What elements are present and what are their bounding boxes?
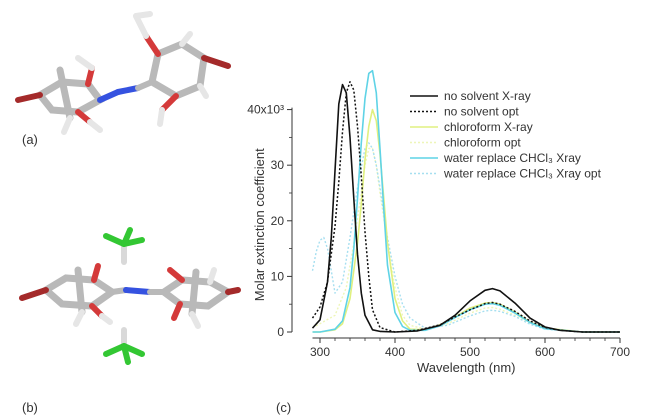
panel-label-b: (b)	[22, 400, 38, 415]
y-tick-label: 20	[271, 214, 285, 228]
x-axis-label: Wavelength (nm)	[417, 360, 516, 375]
legend-label-5: water replace CHCl₃ Xray	[443, 151, 581, 165]
x-tick-label: 700	[610, 345, 630, 359]
y-axis-label: Molar extinction coefficient	[252, 148, 267, 301]
molecule-b-right-substituents	[167, 267, 241, 329]
y-tick-label: 0	[277, 325, 284, 339]
y-tick-label: 10	[271, 269, 285, 283]
series-line-3	[312, 108, 620, 333]
molecule-a-bromine-left	[15, 92, 43, 103]
molecule-a-right-substituents	[133, 11, 231, 127]
molecule-a-azo-bridge	[97, 79, 155, 103]
series-line-2	[311, 81, 620, 333]
legend-label-3: chloroform X-ray	[444, 120, 533, 134]
legend-label-4: chloroform opt	[444, 136, 521, 150]
legend-label-1: no solvent X-ray	[444, 89, 531, 103]
chloroform-top	[103, 227, 145, 265]
x-tick-label: 500	[460, 345, 480, 359]
molecule-b-left-ring	[40, 266, 119, 316]
chloroform-bottom	[103, 327, 145, 365]
panel-label-c: (c)	[276, 400, 291, 415]
molecule-b-left-substituents	[73, 263, 113, 327]
axes-layer: 300 400 500 600 700 0 10 20 30 40x10³	[247, 103, 630, 359]
series-layer	[311, 69, 620, 333]
legend-label-2: no solvent opt	[444, 105, 519, 119]
y-tick-label: 30	[271, 158, 285, 172]
legend-label-6: water replace CHCl₃ Xray opt	[443, 167, 602, 181]
spectrum-chart: 300 400 500 600 700 0 10 20 30 40x10³ no solvent …	[247, 69, 630, 375]
molecule-b-bromine-left	[19, 287, 49, 301]
molecule-b-azo-bridge	[109, 287, 167, 295]
x-tick-label: 300	[310, 345, 330, 359]
x-tick-label: 400	[385, 345, 405, 359]
molecule-b-right-ring	[157, 268, 235, 318]
series-line-5	[312, 69, 620, 333]
molecule-b	[19, 227, 241, 365]
y-tick-label: 40x10³	[247, 103, 284, 117]
series-line-1	[311, 83, 620, 333]
panel-label-a: (a)	[22, 132, 38, 147]
molecule-a-methoxy-left	[61, 55, 103, 135]
x-tick-label: 600	[535, 345, 555, 359]
molecule-a	[15, 11, 231, 135]
